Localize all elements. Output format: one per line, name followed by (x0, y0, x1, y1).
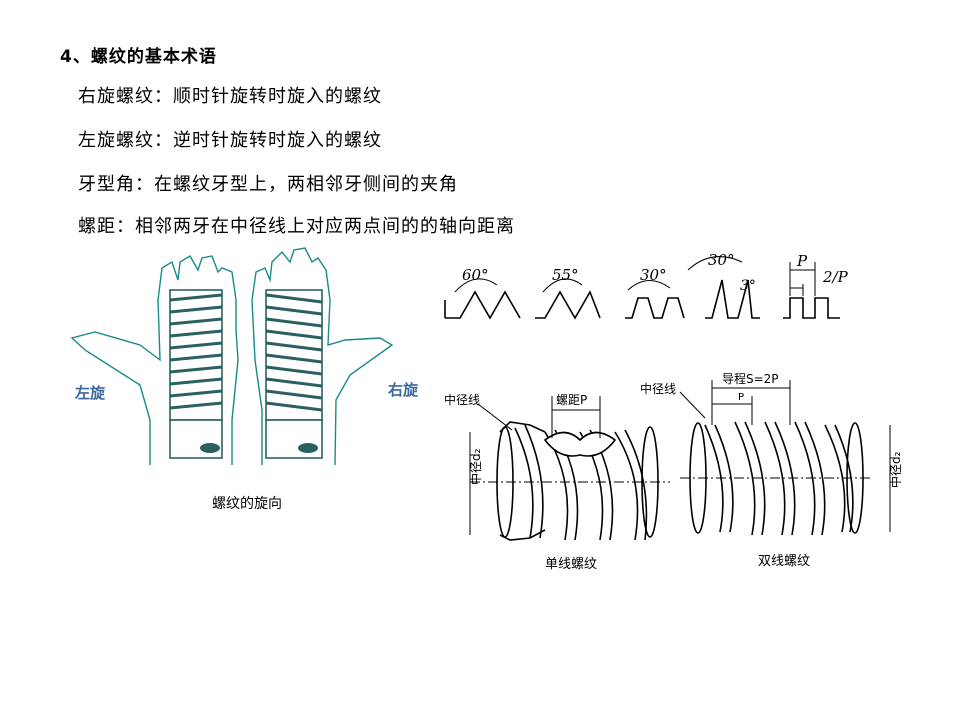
angle-55-label: 55° (552, 266, 579, 284)
profile-square (783, 262, 840, 319)
term-thread-angle: 牙型角：在螺纹牙型上，两相邻牙侧间的夹角 (78, 174, 458, 195)
double-diameter-label: 中径d₂ (888, 451, 903, 488)
single-thread-caption: 单线螺纹 (545, 557, 597, 572)
double-thread-drawing (679, 380, 891, 536)
term-pitch: 螺距：相邻两牙在中径线上对应两点间的的轴向距离 (78, 216, 515, 237)
left-hand-label: 左旋 (74, 384, 106, 402)
single-thread-drawing (469, 396, 670, 541)
right-hand-outline (251, 247, 394, 466)
single-pitch-line-label: 中径线 (444, 392, 480, 407)
right-hand-label: 右旋 (388, 381, 419, 399)
hand-caption: 螺纹的旋向 (212, 496, 282, 512)
profile-60-deg (444, 278, 521, 320)
angle-60-label: 60° (462, 266, 489, 284)
single-diameter-label: 中径d₂ (468, 448, 483, 485)
double-pitch-line-label: 中径线 (640, 381, 676, 396)
term-right-hand-thread: 右旋螺纹：顺时针旋转时旋入的螺纹 (78, 86, 382, 107)
left-bolt (169, 289, 223, 459)
right-bolt (265, 289, 323, 459)
double-p-label: P (738, 392, 744, 403)
half-pitch-label: 2/P (822, 268, 849, 286)
profile-30-deg (625, 280, 685, 319)
profile-55-deg (535, 278, 601, 320)
term-left-hand-thread: 左旋螺纹：逆时针旋转时旋入的螺纹 (78, 130, 382, 151)
double-lead-label: 导程S=2P (722, 371, 779, 386)
angle-30b-label: 30° (708, 251, 735, 269)
angle-30-label: 30° (640, 266, 667, 284)
pitch-p-label: P (796, 252, 808, 270)
profile-buttress (687, 256, 760, 319)
double-thread-caption: 双线螺纹 (758, 554, 810, 569)
section-heading: 4、螺纹的基本术语 (60, 47, 217, 67)
single-pitch-label: 螺距P (556, 393, 587, 407)
angle-3-label: 3° (740, 278, 756, 294)
left-hand-outline (70, 255, 239, 465)
